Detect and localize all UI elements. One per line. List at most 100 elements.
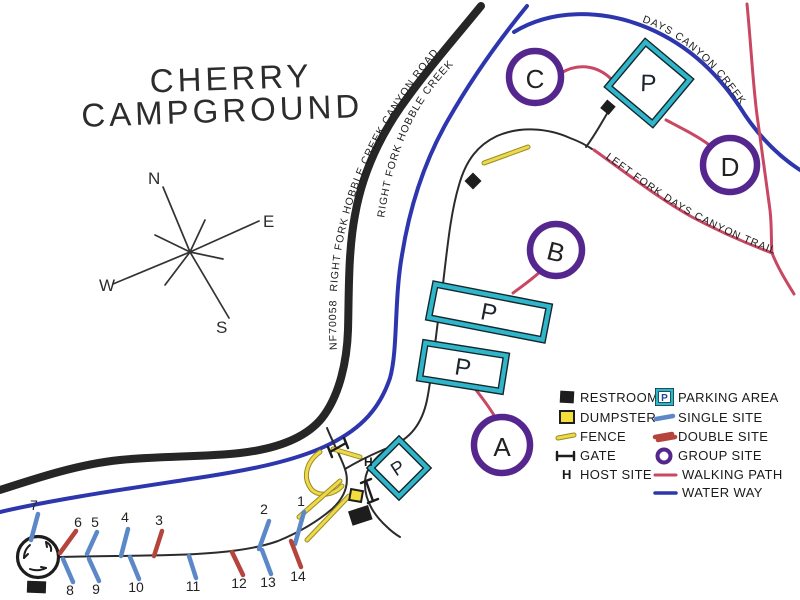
legend-item-double-site: DOUBLE SITE: [652, 429, 768, 444]
restroom-mid: [464, 172, 482, 190]
group-site-d: D: [699, 134, 761, 196]
culdesac-loop: [15, 534, 61, 580]
fence-curve: [303, 449, 345, 497]
campsite-12-label: 12: [231, 575, 247, 591]
campsite-1-label: 1: [297, 493, 305, 509]
legend-water-label: WATER WAY: [682, 485, 763, 500]
fence-north: [481, 144, 531, 166]
campsite-1: 1: [292, 493, 307, 547]
main-road-line: [0, 2, 485, 494]
walking-paths: [474, 2, 796, 419]
campsite-8-label: 8: [66, 582, 74, 598]
compass-south-label: S: [216, 318, 227, 337]
path-b-to-parking: [511, 269, 543, 295]
campsite-7-label: 7: [30, 497, 38, 513]
campsite-10: 10: [127, 554, 144, 595]
gate-service: [359, 477, 380, 505]
campsite-11-label: 11: [186, 578, 201, 594]
legend-dumpster-label: DUMPSTER: [580, 410, 656, 425]
campsite-6-label: 6: [74, 514, 82, 530]
legend-double-label: DOUBLE SITE: [678, 429, 768, 444]
legend-fence-label: FENCE: [580, 429, 626, 444]
legend: RESTROOM DUMPSTER FENCE GATE H HOST SITE…: [555, 388, 783, 500]
culdesac-arrows: [23, 541, 53, 572]
parking-p-northeast: P: [640, 70, 657, 98]
campsite-8: 8: [60, 556, 76, 598]
campsite-5-label: 5: [91, 514, 99, 530]
restroom-northeast: [600, 99, 616, 116]
restrooms: [26, 99, 616, 594]
legend-restroom-label: RESTROOM: [580, 390, 658, 405]
fence-diagonal-2: [304, 493, 352, 543]
group-site-c-label: C: [526, 64, 545, 94]
merged-trail-line: [770, 251, 796, 296]
legend-item-host-site: H HOST SITE: [562, 467, 652, 482]
campsite-3-label: 3: [155, 512, 163, 528]
title-line-1: CHERRY: [149, 57, 313, 100]
compass-north-label: N: [148, 169, 160, 188]
path-parking-to-d: [664, 118, 710, 146]
parking-areas: P P P P: [365, 37, 695, 502]
days-canyon-creek-line: [512, 12, 800, 172]
host-site-label: H: [364, 455, 373, 469]
legend-item-dumpster: DUMPSTER: [559, 410, 656, 425]
dumpster-host: [348, 487, 365, 504]
parking-area-host: P: [365, 434, 433, 502]
parking-area-upper-mid: P: [424, 280, 554, 344]
legend-item-parking: P PARKING AREA: [655, 388, 779, 406]
legend-parking-label: PARKING AREA: [678, 390, 779, 405]
campsite-11: 11: [186, 553, 201, 594]
group-site-a-label: A: [493, 432, 511, 462]
legend-walking-label: WALKING PATH: [682, 467, 783, 482]
group-sites: C D B A: [470, 47, 761, 477]
group-site-a: A: [470, 413, 534, 477]
legend-group-label: GROUP SITE: [678, 448, 762, 463]
campsite-13: 13: [259, 547, 276, 590]
campsite-2-label: 2: [260, 501, 268, 517]
campsites: 1 2 3 4 5 6 7 8: [28, 493, 307, 598]
campsite-9: 9: [86, 556, 102, 597]
legend-item-restroom: RESTROOM: [559, 390, 658, 405]
campsite-2: 2: [256, 501, 272, 552]
path-c-to-parking: [559, 65, 616, 84]
campsite-4: 4: [118, 509, 131, 559]
legend-host-icon: H: [562, 467, 571, 482]
campsite-10-label: 10: [128, 579, 144, 595]
gates: [326, 436, 380, 505]
gate-entrance: [326, 436, 350, 459]
campsite-6: 6: [57, 514, 82, 556]
left-fork-trail-line: [592, 148, 774, 255]
restroom-culdesac: [26, 580, 47, 594]
campsite-13-label: 13: [260, 574, 276, 590]
campsite-14-label: 14: [290, 568, 306, 584]
compass-rose: N E S W: [99, 169, 274, 337]
legend-item-fence: FENCE: [555, 429, 626, 444]
legend-item-walking-path: WALKING PATH: [653, 467, 783, 482]
restroom-spur: [585, 111, 609, 148]
legend-item-gate: GATE: [555, 448, 616, 463]
group-site-d-label: D: [721, 152, 740, 182]
right-branch-trail-line: [745, 2, 774, 255]
parking-p-upper-mid: P: [478, 298, 499, 328]
group-site-b: B: [526, 220, 586, 280]
parking-area-northeast: P: [603, 37, 695, 129]
legend-parking-icon: P: [661, 393, 668, 404]
group-site-c: C: [505, 47, 565, 107]
compass-east-label: E: [263, 212, 274, 231]
restroom-host: [348, 504, 373, 526]
parking-p-lower-mid: P: [453, 353, 473, 382]
campsite-7: 7: [28, 497, 41, 543]
legend-item-group-site: GROUP SITE: [655, 447, 762, 465]
legend-item-water-way: WATER WAY: [653, 485, 763, 500]
campsite-14: 14: [288, 538, 306, 584]
campsite-12: 12: [229, 549, 247, 591]
campsite-9-label: 9: [92, 581, 100, 597]
compass-west-label: W: [99, 276, 115, 295]
campsite-4-label: 4: [121, 509, 129, 525]
title-line-2: CAMPGROUND: [81, 87, 364, 134]
parking-area-lower-mid: P: [415, 338, 511, 396]
campsite-3: 3: [151, 512, 165, 559]
fence-host: [330, 446, 363, 460]
